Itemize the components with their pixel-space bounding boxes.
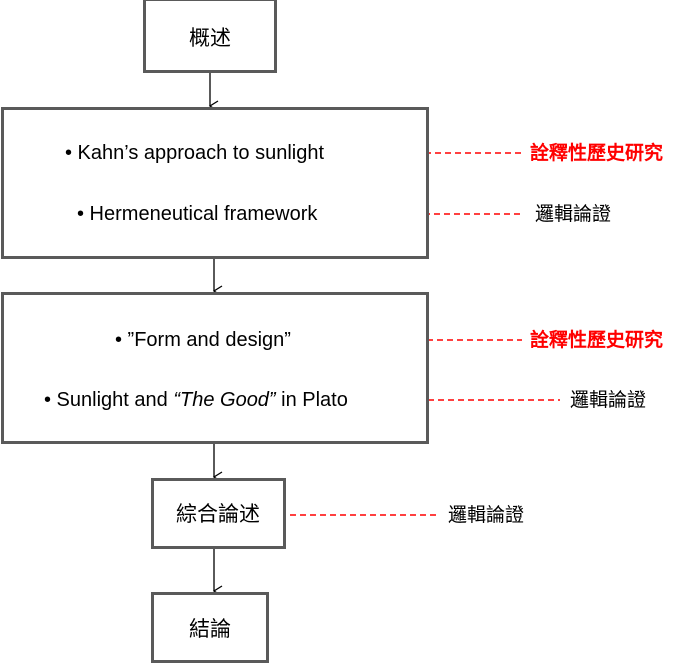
synthesis-box [151, 478, 286, 549]
item-sunlight-good-plato: • Sunlight and “The Good” in Plato [44, 388, 348, 412]
method-label-logical: 邏輯論證 [448, 504, 525, 526]
item-form-and-design: • ”Form and design” [115, 329, 291, 351]
method-label-hermeneutic: 詮釋性歷史研究 [530, 329, 664, 351]
method-label-hermeneutic: 詮釋性歷史研究 [530, 142, 664, 164]
conclusion-box [151, 592, 269, 663]
method-label-logical: 邏輯論證 [570, 389, 647, 411]
conclusion-label: 結論 [189, 617, 231, 641]
item-hermeneutical-framework: • Hermeneutical framework [77, 203, 318, 225]
overview-label: 概述 [189, 26, 231, 50]
item-kahn-approach: • Kahn’s approach to sunlight [65, 142, 325, 164]
method-label-logical: 邏輯論證 [535, 203, 612, 225]
overview-box [143, 0, 277, 73]
item-italic: “The Good” [173, 389, 276, 411]
analysis-box [1, 292, 429, 444]
item-text: • Sunlight and [44, 389, 174, 411]
item-text: in Plato [275, 389, 348, 411]
synthesis-label: 綜合論述 [176, 502, 260, 526]
background-box [1, 107, 429, 259]
